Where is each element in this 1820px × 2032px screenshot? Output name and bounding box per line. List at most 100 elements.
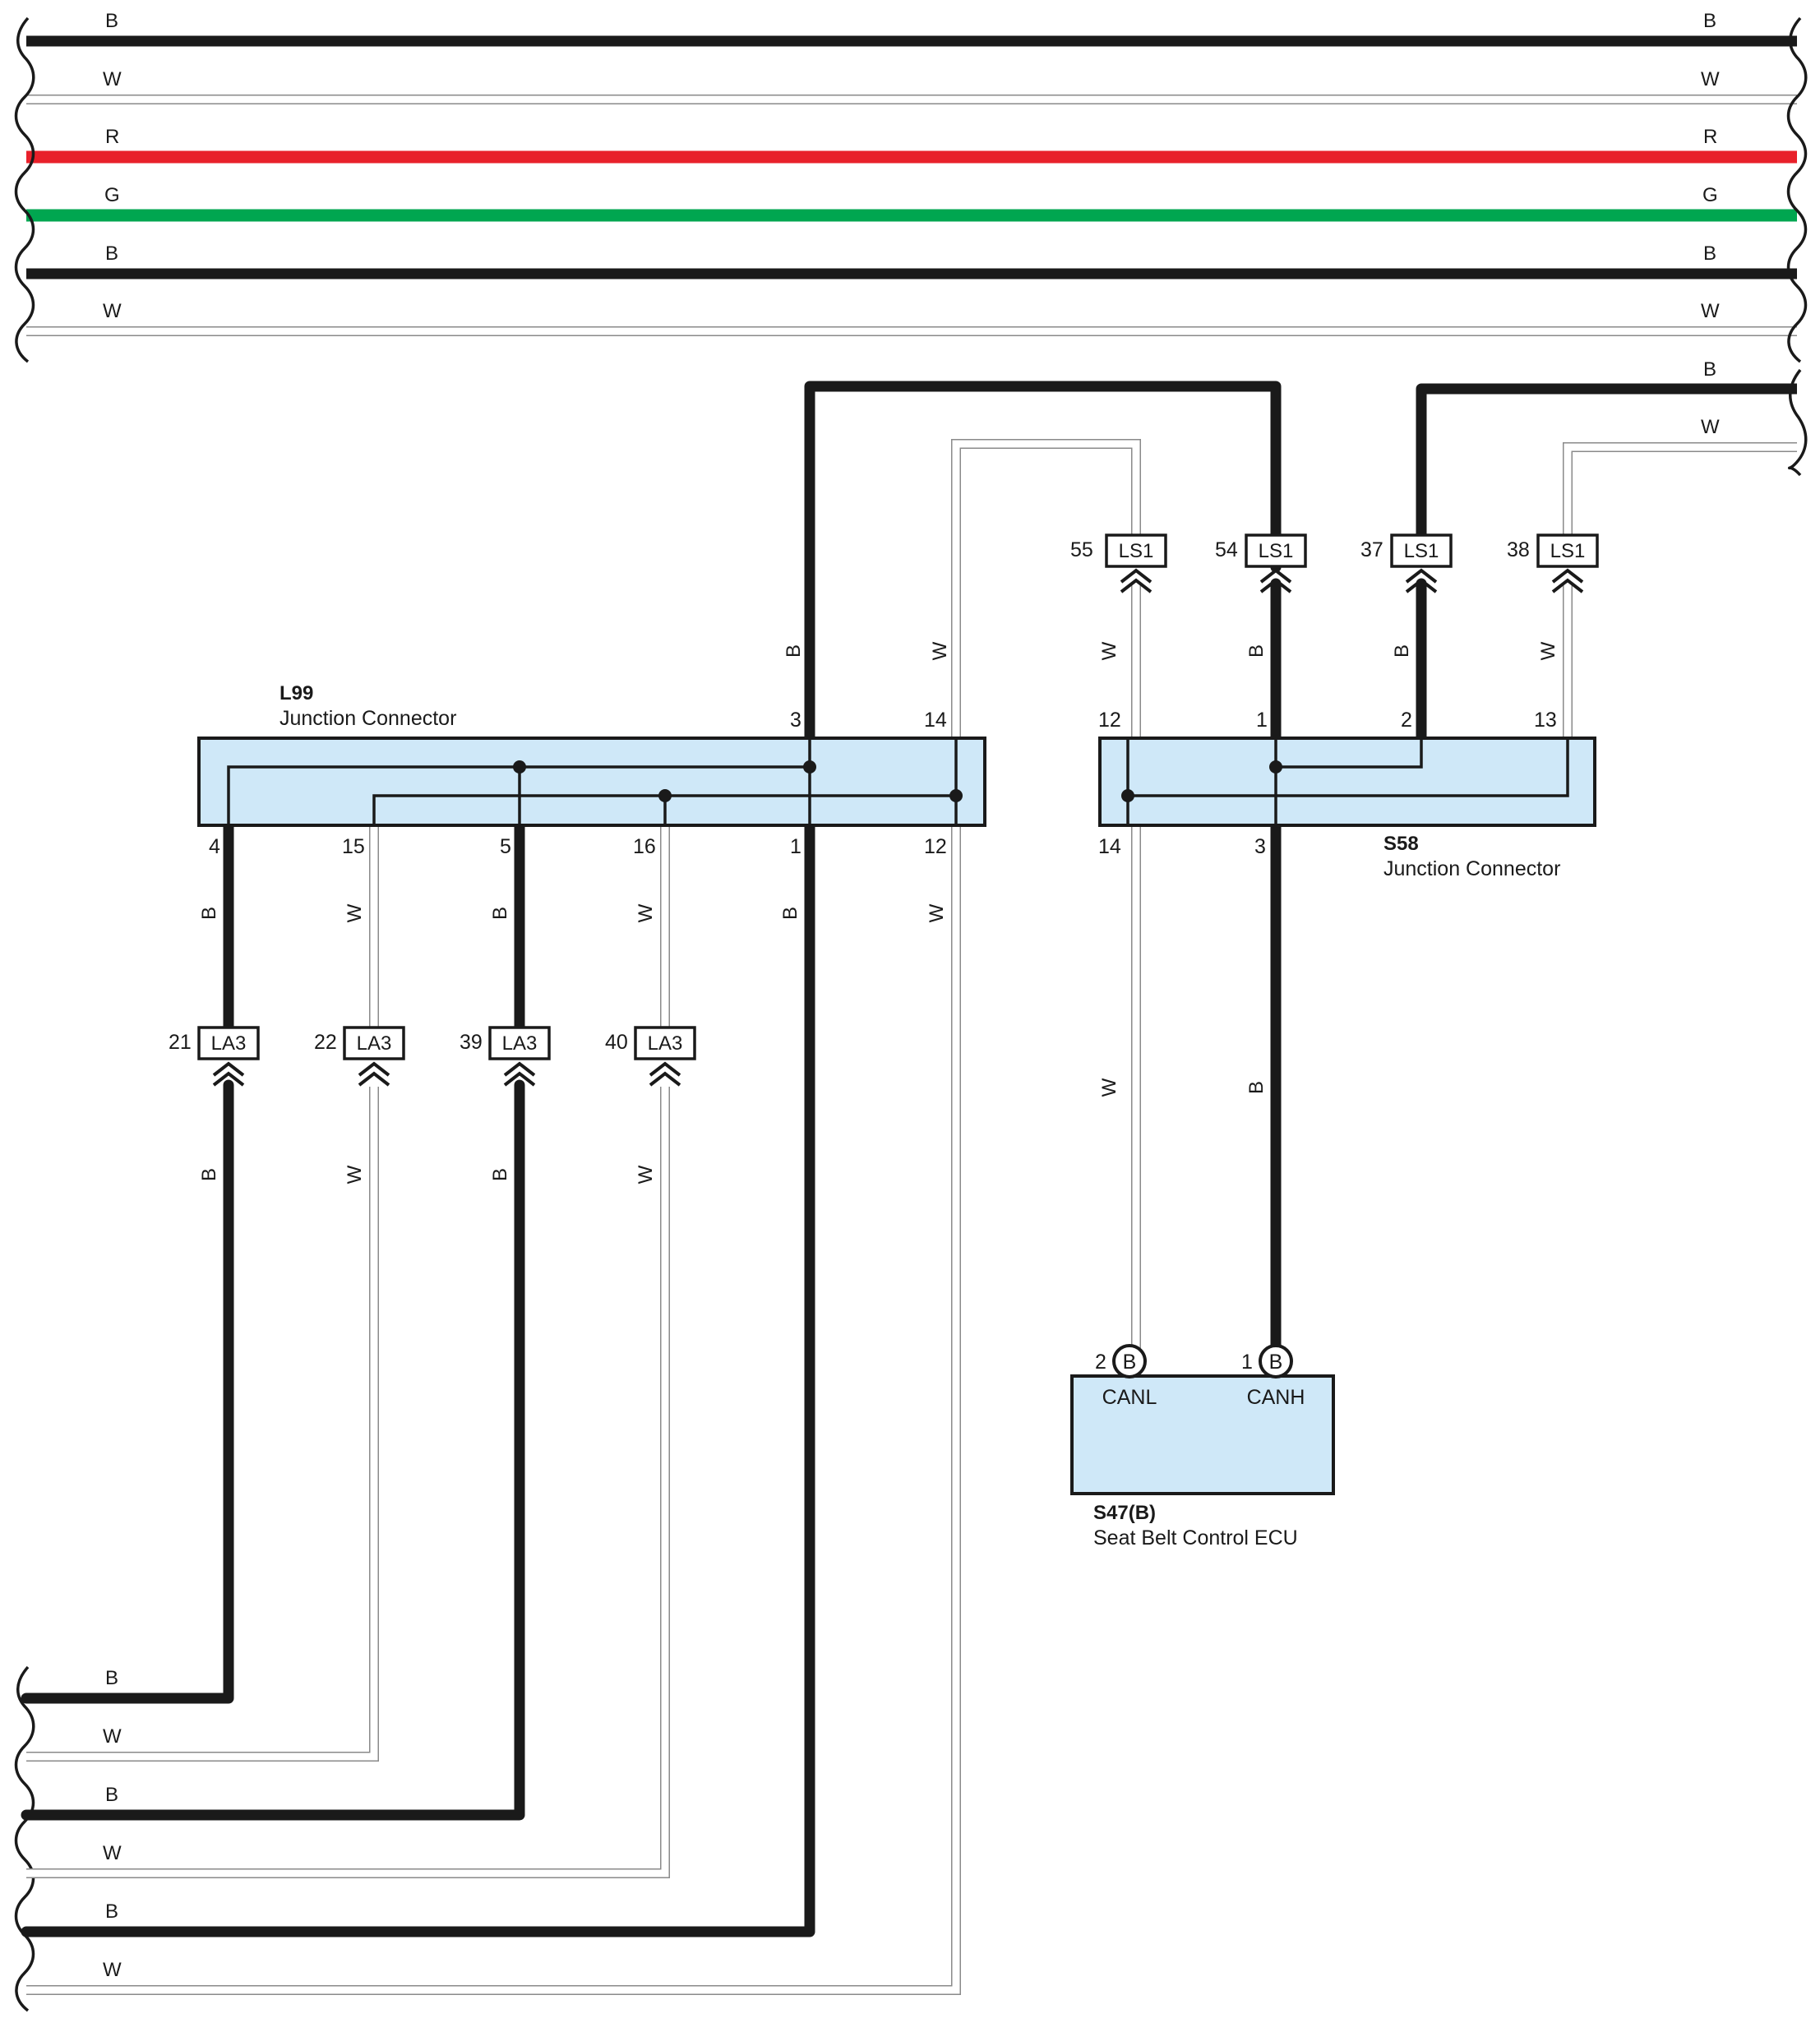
la3-connector-40: LA3 40 [605,1026,696,1087]
ecu-pin-1-number: 1 [1241,1351,1253,1374]
label-l99-5-wire: B [489,907,511,920]
label-l99-15-wire: W [344,903,366,922]
bottom-label-0: B [105,1667,118,1689]
wire-la3-39-to-bus [21,1079,525,1821]
ls1-55-name: LS1 [1119,540,1154,562]
s58-subtitle: Junction Connector [1383,857,1560,880]
label-l99-12-wire: W [926,903,948,922]
l99-pin-16: 16 [633,835,656,858]
label-ecu-canl-wire: W [1098,1078,1120,1097]
break-marks [14,16,1808,2012]
wire-l99-3-to-ls1-54 [804,381,1282,747]
wires [21,381,1797,1995]
right-feed-labels: B W [1701,358,1720,438]
bus-label-right-4: B [1703,242,1716,265]
bottom-label-5: W [103,1959,122,1981]
la3-connector-22: LA3 22 [314,1026,405,1087]
l99-junction-connector: L99 Junction Connector 3 14 4 15 5 16 1 … [197,682,986,858]
l99-pin-4: 4 [209,835,220,858]
l99-pin-5: 5 [500,835,511,858]
ls1-connector-55: LS1 55 [1070,533,1167,593]
bus-label-left-1: W [103,68,122,90]
label-la3-21-wire: B [198,1168,220,1181]
ls1-37-name: LS1 [1404,540,1439,562]
bus-label-right-2: R [1703,126,1717,148]
s58-box [1098,737,1596,827]
vertical-wire-labels: B W W B B W B W B W B W B W B W W B [198,641,1559,1184]
l99-pin-15: 15 [342,835,365,858]
la3-21-pin: 21 [169,1031,192,1054]
ecu-pin-1-letter: B [1269,1351,1283,1374]
la3-40-pin: 40 [605,1031,628,1054]
ecu-pin-2-letter: B [1123,1351,1137,1374]
wire-l99-14-outer [951,439,1141,741]
break-mark-left-bottom [14,1665,35,2012]
label-la3-22-wire: W [344,1165,366,1184]
l99-title: L99 [279,682,313,704]
bottom-label-1: W [103,1725,122,1748]
s58-pin-14: 14 [1098,835,1121,858]
bus-label-right-0: B [1703,10,1716,32]
s58-pin-12: 12 [1098,709,1121,732]
wire-la3-40-to-bus-inner [26,1087,669,1877]
break-mark-right-top [1786,16,1808,363]
ls1-38-pin: 38 [1507,538,1530,561]
right-feed-b-label: B [1703,358,1716,381]
la3-21-name: LA3 [211,1032,247,1055]
wire-l99-14-inner [952,440,1140,741]
label-s58-13-wire: W [1537,641,1559,660]
ls1-54-pin: 54 [1215,538,1238,561]
la3-connector-39: LA3 39 [460,1026,551,1087]
s58-internal-bus [1121,738,1569,825]
wire-right-feed-w-outer [1563,442,1797,567]
wire-right-feed-w-inner [1564,443,1797,567]
wire-la3-22-to-bus-outer [26,1087,379,1762]
s58-pin-13: 13 [1534,709,1557,732]
bus-labels: B W R G B W B W R G B W [103,10,1720,322]
s58-pin-1: 1 [1256,709,1268,732]
bus-lines [26,35,1797,336]
la3-22-pin: 22 [314,1031,337,1054]
bus-label-right-1: W [1701,68,1720,90]
label-l99-3-wire: B [783,644,805,658]
bottom-label-4: B [105,1900,118,1923]
ls1-55-pin: 55 [1070,538,1093,561]
bottom-label-2: B [105,1784,118,1806]
s58-junction-connector: S58 Junction Connector 12 1 2 13 14 3 [1098,709,1596,880]
ls1-connector-37: LS1 37 [1360,533,1453,593]
la3-40-name: LA3 [648,1032,683,1055]
la3-connectors: LA3 21 LA3 22 LA3 39 LA3 40 [169,1026,696,1087]
break-mark-left-top [14,16,35,363]
la3-39-name: LA3 [502,1032,538,1055]
label-l99-16-wire: W [635,903,657,922]
l99-pin-14: 14 [924,709,947,732]
l99-internal-bus [227,738,963,825]
ecu-pin-2-terminal [1112,1344,1147,1379]
bus-label-right-5: W [1701,300,1720,322]
wire-l99-12-to-bus-inner [26,824,960,1994]
ecu-signal-canh: CANH [1247,1386,1305,1409]
ecu-pin-1-terminal [1259,1344,1293,1379]
s58-pin-2: 2 [1401,709,1412,732]
label-ecu-canh-wire: B [1245,1081,1268,1094]
bus-label-left-3: G [104,184,120,206]
l99-subtitle: Junction Connector [279,707,456,730]
la3-22-name: LA3 [357,1032,392,1055]
s58-title: S58 [1383,833,1419,855]
bottom-label-3: W [103,1842,122,1864]
ecu-pin-2-number: 2 [1095,1351,1106,1374]
right-feed-w-label: W [1701,416,1720,438]
label-la3-40-wire: W [635,1165,657,1184]
l99-pin-3: 3 [790,709,801,732]
label-l99-14-wire: W [929,641,951,660]
wire-l99-1-to-bus [21,819,815,1937]
bottom-left-labels: B W B W B W [103,1667,122,1981]
label-l99-4-wire: B [198,907,220,920]
l99-box [197,737,986,827]
ecu-box [1070,1374,1335,1495]
l99-pin-1: 1 [790,835,801,858]
bus-label-left-4: B [105,242,118,265]
ecu-signal-canl: CANL [1102,1386,1157,1409]
wire-la3-21-to-bus [21,1079,234,1704]
